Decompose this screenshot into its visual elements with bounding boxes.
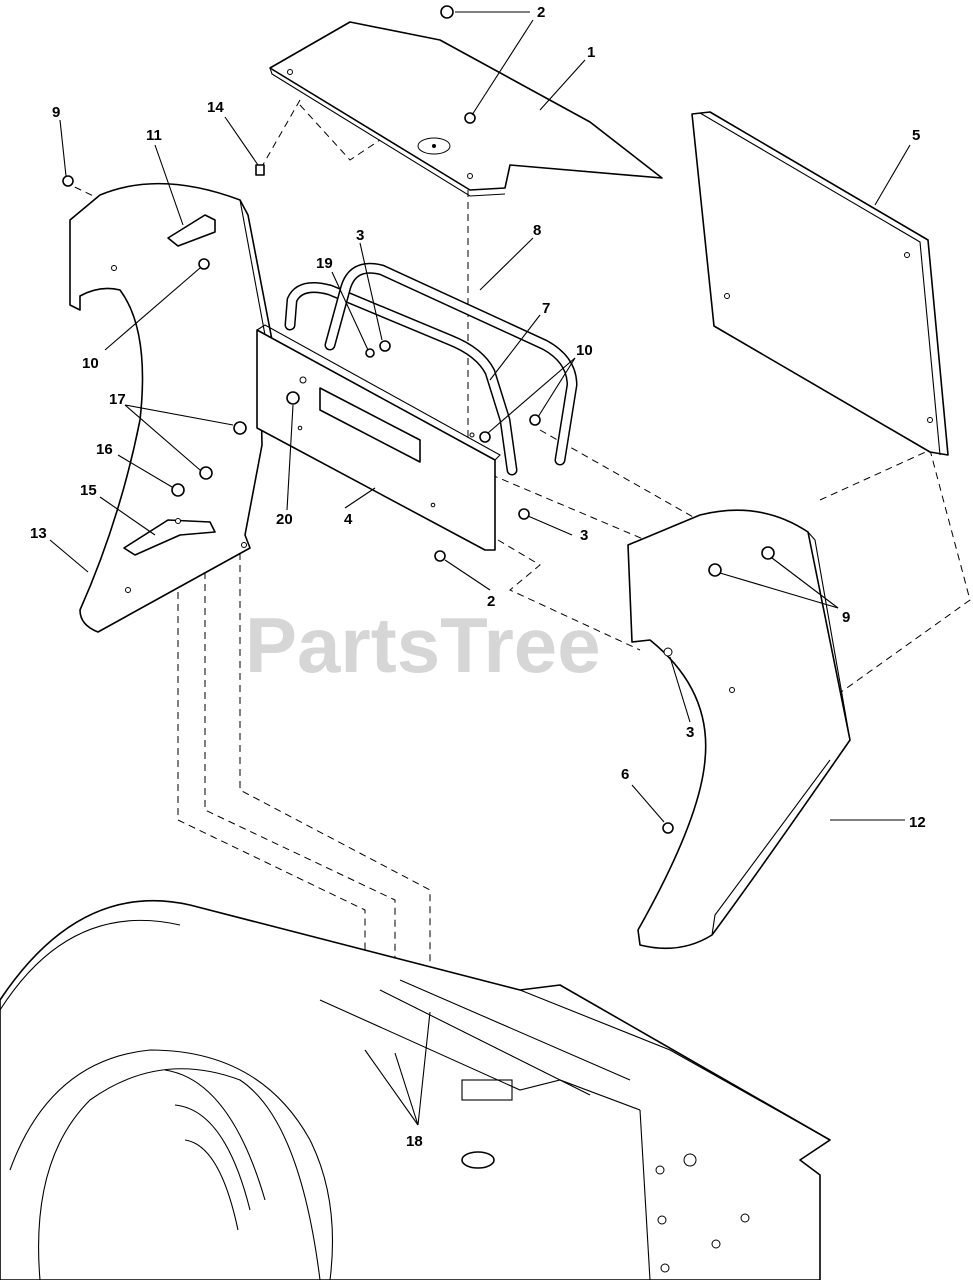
callout-16: 16 bbox=[96, 441, 113, 458]
part-1-top-plate bbox=[269, 21, 663, 197]
part-12-right-side-plate bbox=[627, 509, 851, 950]
callout-6: 6 bbox=[621, 766, 629, 783]
callout-4: 4 bbox=[344, 511, 353, 528]
part-15-bracket bbox=[123, 518, 216, 556]
part-8-handle bbox=[284, 262, 578, 476]
callout-3b: 3 bbox=[580, 527, 588, 544]
callout-7: 7 bbox=[542, 300, 550, 317]
part-13-left-side-plate bbox=[69, 182, 273, 633]
callout-2a: 2 bbox=[537, 4, 545, 21]
callout-1: 1 bbox=[587, 44, 595, 61]
callout-10b: 10 bbox=[576, 342, 593, 359]
callout-8: 8 bbox=[533, 222, 541, 239]
callout-9b: 9 bbox=[842, 609, 850, 626]
blower-base-assembly bbox=[0, 899, 831, 1280]
callout-10a: 10 bbox=[82, 355, 99, 372]
callout-13: 13 bbox=[30, 525, 47, 542]
callout-3c: 3 bbox=[686, 724, 694, 741]
callout-19: 19 bbox=[316, 255, 333, 272]
callout-3a: 3 bbox=[356, 227, 364, 244]
part-5-side-panel bbox=[691, 111, 949, 456]
watermark: PartsTree TM bbox=[245, 599, 717, 689]
callout-20: 20 bbox=[276, 511, 293, 528]
callout-2b: 2 bbox=[487, 593, 495, 610]
leader-lines bbox=[49, 11, 911, 1126]
callout-9a: 9 bbox=[52, 104, 60, 121]
callout-18: 18 bbox=[406, 1133, 423, 1150]
callout-11: 11 bbox=[146, 127, 162, 144]
callout-5: 5 bbox=[912, 127, 920, 144]
part-4-front-plate bbox=[256, 324, 501, 551]
callout-17: 17 bbox=[109, 391, 126, 408]
part-11-clip bbox=[167, 214, 216, 247]
callout-14: 14 bbox=[207, 99, 224, 116]
callout-12: 12 bbox=[909, 814, 926, 831]
callout-15: 15 bbox=[80, 482, 97, 499]
watermark-text: PartsTree bbox=[245, 601, 601, 689]
callout-labels: 2 1 5 9 11 14 3 8 19 7 10 10 17 16 15 13… bbox=[30, 4, 926, 1150]
